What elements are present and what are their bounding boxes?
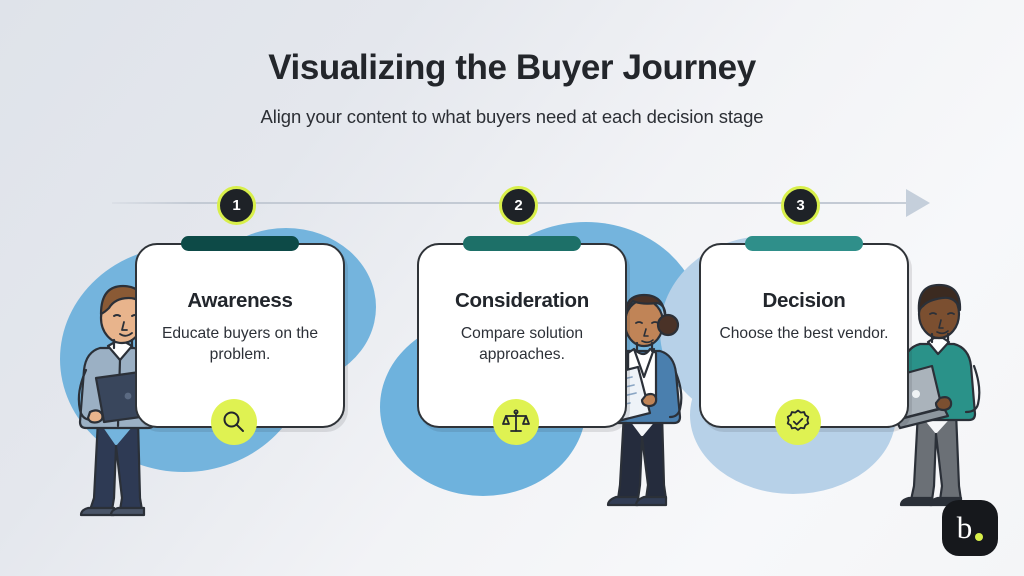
stage-progress-bar-3 <box>745 236 863 251</box>
brand-logo-dot <box>975 533 984 541</box>
stage-badge-number: 3 <box>796 197 805 214</box>
stage-title-1: Awareness <box>187 289 293 312</box>
stage-badge-1: 1 <box>217 186 256 225</box>
stage-badge-number: 2 <box>514 197 523 214</box>
balance-scale-icon[interactable] <box>493 399 539 445</box>
stage-description-3: Choose the best vendor. <box>719 325 889 342</box>
page-title: Visualizing the Buyer Journey <box>268 48 756 87</box>
stage-description-2: Compare solution approaches. <box>460 325 584 363</box>
brand-logo[interactable]: b <box>942 500 998 556</box>
stage-card-consideration[interactable]: Consideration Compare solution approache… <box>417 236 627 428</box>
stage-title-2: Consideration <box>455 289 589 312</box>
stage-badge-3: 3 <box>781 186 820 225</box>
verified-badge-icon[interactable] <box>775 399 821 445</box>
magnifier-icon[interactable] <box>211 399 257 445</box>
stage-progress-bar-1 <box>181 236 299 251</box>
stage-badge-number: 1 <box>232 197 241 214</box>
stage-title-3: Decision <box>762 289 846 312</box>
stage-progress-bar-2 <box>463 236 581 251</box>
stage-badge-2: 2 <box>499 186 538 225</box>
page-subtitle: Align your content to what buyers need a… <box>260 106 764 127</box>
brand-logo-letter: b <box>956 509 973 545</box>
stage-description-1: Educate buyers on the problem. <box>161 325 319 363</box>
journey-arrow-icon <box>906 189 930 217</box>
stage-card-awareness[interactable]: Awareness Educate buyers on the problem. <box>135 236 345 428</box>
